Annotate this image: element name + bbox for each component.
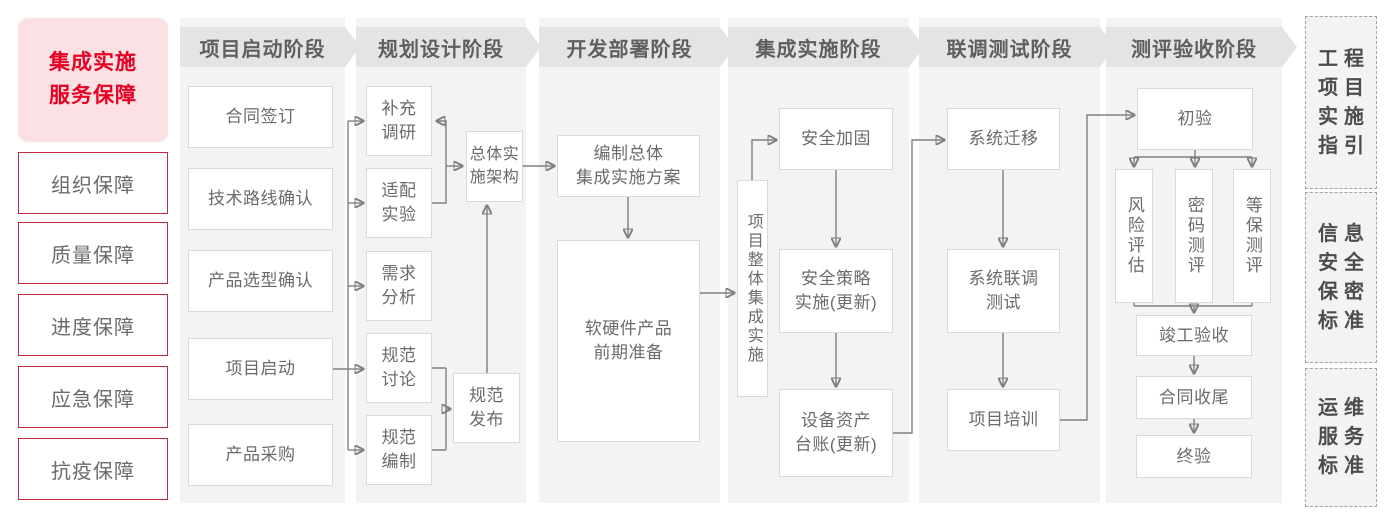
node-product-selection-confirm: 产品选型确认 [188, 250, 333, 312]
node-contract-closure: 合同收尾 [1136, 376, 1252, 419]
node-spec-drafting: 规范 编制 [366, 415, 432, 485]
sidebar-title: 集成实施 服务保障 [18, 18, 168, 142]
node-mlps-evaluation: 等保测评 [1233, 169, 1271, 303]
node-project-training: 项目培训 [947, 389, 1060, 451]
node-product-procurement: 产品采购 [188, 424, 333, 486]
guide-ops-standard: 运维 服务 标准 [1305, 368, 1377, 507]
sidebar-item-emergency-guarantee: 应急保障 [18, 366, 168, 428]
node-contract-signing: 合同签订 [188, 86, 333, 148]
phase-header-joint-testing-phase: 联调测试阶段 [919, 27, 1115, 67]
node-security-policy: 安全策略 实施(更新) [779, 249, 893, 333]
node-security-hardening: 安全加固 [779, 108, 893, 170]
node-asset-ledger: 设备资产 台账(更新) [779, 389, 893, 477]
node-spec-discussion: 规范 讨论 [366, 333, 432, 403]
node-final-acceptance: 终验 [1136, 435, 1252, 478]
phase-header-evaluation-accept-phase: 测评验收阶段 [1106, 27, 1297, 67]
node-overall-plan: 编制总体 集成实施方案 [557, 135, 700, 197]
node-crypto-evaluation: 密码测评 [1175, 169, 1213, 303]
node-completion-acceptance: 竣工验收 [1136, 315, 1252, 356]
sidebar-item-quality-guarantee: 质量保障 [18, 222, 168, 284]
phase-header-dev-deployment-phase: 开发部署阶段 [539, 27, 735, 67]
phase-header-integration-impl-phase: 集成实施阶段 [728, 27, 924, 67]
node-joint-debug-test: 系统联调 测试 [947, 249, 1060, 333]
sidebar-item-pandemic-guarantee: 抗疫保障 [18, 438, 168, 500]
node-overall-architecture: 总体实 施架构 [466, 131, 523, 202]
sidebar-item-org-guarantee: 组织保障 [18, 152, 168, 214]
node-adaptation-test: 适配 实验 [366, 168, 432, 238]
node-integration-implementation: 项目整体集成实施 [737, 180, 768, 397]
guide-infosec-standard: 信息 安全 保密 标准 [1305, 192, 1377, 363]
phase-header-project-kickoff-phase: 项目启动阶段 [180, 27, 360, 67]
node-requirement-analysis: 需求 分析 [366, 251, 432, 321]
node-project-kickoff: 项目启动 [188, 338, 333, 400]
node-supplementary-research: 补充 调研 [366, 86, 432, 156]
node-tech-route-confirm: 技术路线确认 [188, 168, 333, 230]
node-spec-release: 规范 发布 [453, 373, 520, 443]
node-risk-assessment: 风险评估 [1115, 169, 1153, 303]
guide-project-implementation: 工程 项目 实施 指引 [1305, 16, 1377, 189]
node-system-migration: 系统迁移 [947, 108, 1060, 170]
phase-header-planning-design-phase: 规划设计阶段 [356, 27, 541, 67]
sidebar-item-schedule-guarantee: 进度保障 [18, 294, 168, 356]
node-initial-acceptance: 初验 [1137, 88, 1253, 150]
node-preparation: 软硬件产品 前期准备 [557, 240, 700, 442]
